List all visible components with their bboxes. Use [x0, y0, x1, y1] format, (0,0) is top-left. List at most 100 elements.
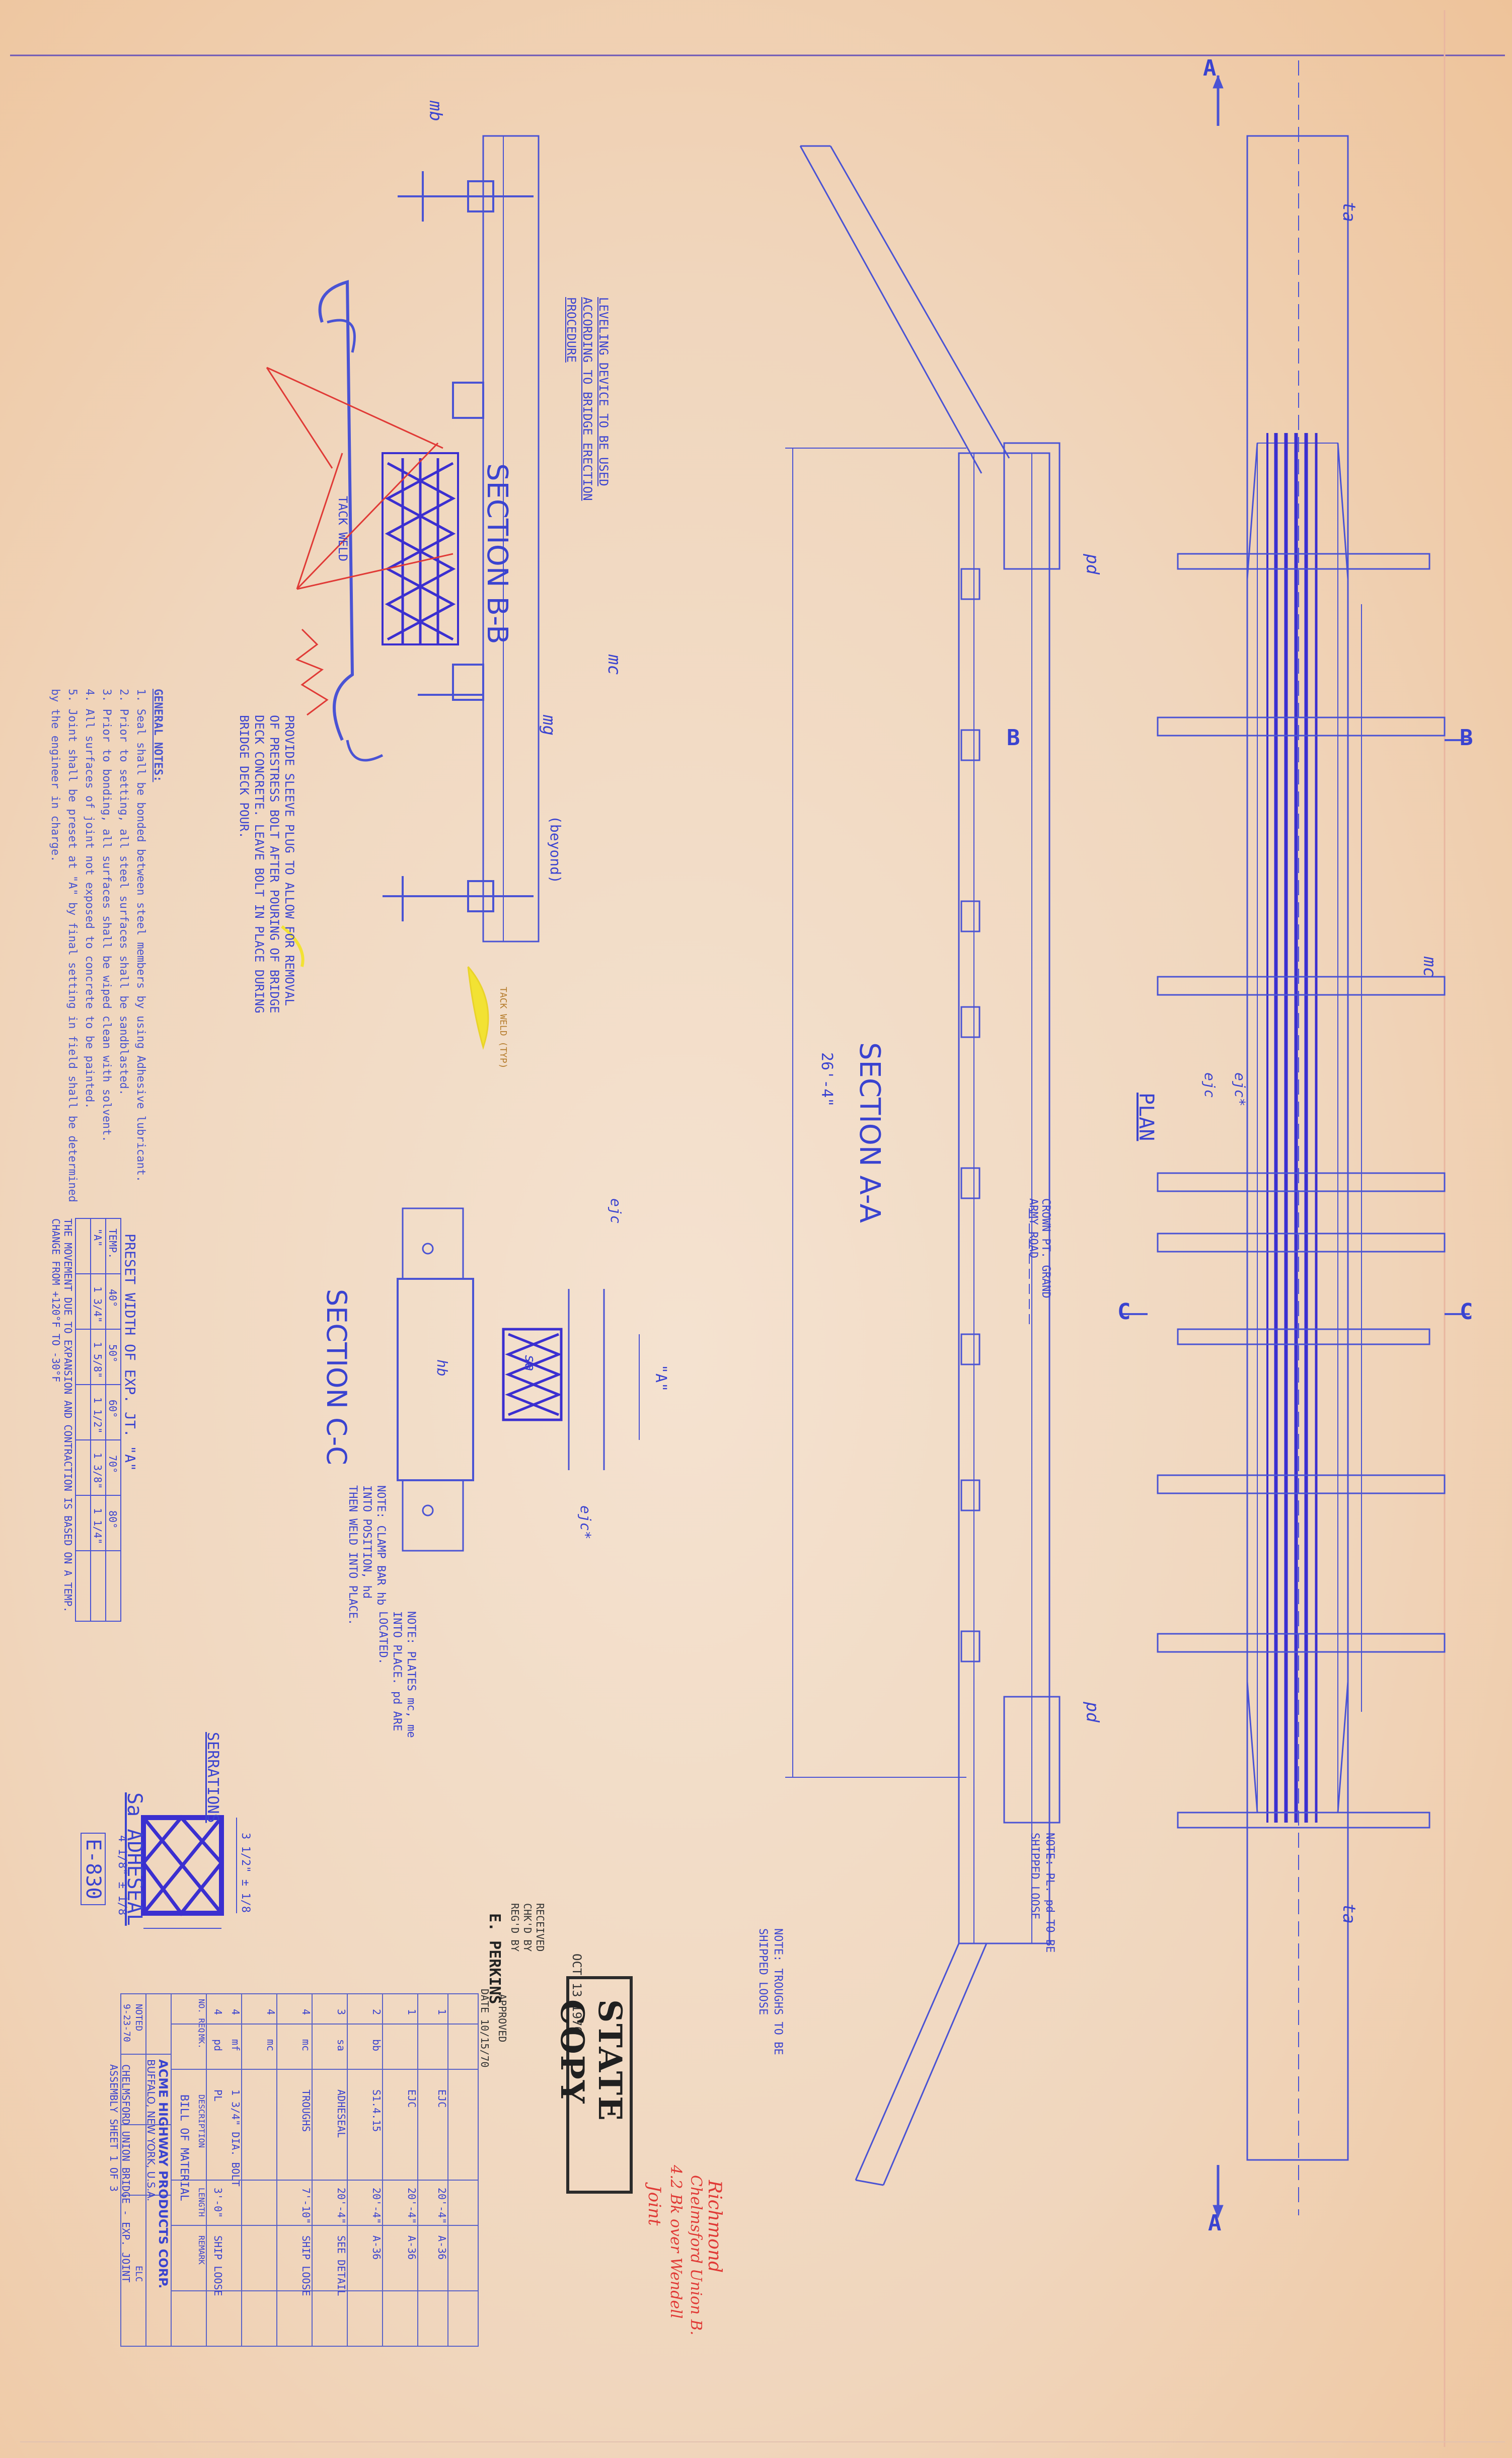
bom-cell: mc — [265, 2039, 277, 2052]
general-note: 4. All surfaces of joint not exposed to … — [83, 689, 96, 1109]
general-note: 1. Seal shall be bonded between steel me… — [134, 689, 147, 1183]
tb-drawn-by: ELC — [133, 2266, 144, 2282]
tack-weld-typ-label: TACK WELD (TYP) — [498, 987, 508, 1069]
bom-col-header: LENGTH — [197, 2188, 206, 2217]
bom-cell: EJC — [436, 2089, 448, 2108]
general-notes: GENERAL NOTES: 1. Seal shall be bonded b… — [46, 689, 166, 1217]
section-cc-title: SECTION C-C — [321, 1289, 352, 1465]
part-mark: mc — [604, 655, 624, 675]
cut-mark-b: B — [1460, 725, 1473, 751]
preset-row-cell: "A" — [92, 1228, 104, 1247]
serrations-detail — [141, 1815, 237, 1929]
preset-row-cell: 1 3/8" — [92, 1453, 104, 1489]
preset-header-cell: TEMP. — [107, 1228, 119, 1259]
crown-point-label: CROWN PT. GRAND ARMY ROAD — [1027, 1198, 1052, 1298]
state-copy-text: STATE COPY — [553, 1999, 629, 2122]
plan-title: PLAN — [1135, 1093, 1158, 1141]
preset-table-title: PRESET WIDTH OF EXP. JT. "A" — [122, 1234, 138, 1472]
bom-cell: 7'-10" — [300, 2188, 312, 2224]
bom-cell: bb — [370, 2039, 383, 2052]
cut-mark-b-left: B — [1007, 725, 1020, 751]
bom-cell: A-36 — [436, 2235, 448, 2260]
bom-cell: S1.4.15 — [370, 2089, 383, 2132]
bom-cell: 4 — [230, 2009, 242, 2015]
preset-row-cell: 1 1/4" — [92, 1508, 104, 1545]
bom-title: BILL OF MATERIAL — [178, 2094, 190, 2201]
company-name: ACME HIGHWAY PRODUCTS CORP. — [156, 2059, 170, 2289]
part-mark: pd — [1082, 1702, 1102, 1722]
bom-cell: sa — [335, 2039, 347, 2052]
section-cc-view — [397, 1207, 640, 1552]
bom-cell: SHIP LOOSE — [212, 2235, 224, 2296]
bom-col-header: DESCRIPTION — [197, 2094, 206, 2148]
part-mark: ta — [1339, 201, 1359, 222]
tack-weld-label: TACK WELD — [336, 496, 350, 562]
handwritten-note: 4.2 Bk over Wendell — [667, 2165, 685, 2319]
tb-assembly: ASSEMBLY SHEET 1 OF 3 — [108, 2064, 120, 2192]
bom-cell: ADHESEAL — [335, 2089, 347, 2138]
cut-mark-a-bottom: A — [1208, 2210, 1222, 2236]
part-mark: ejc* — [577, 1505, 594, 1540]
part-mark: mc — [1419, 957, 1440, 977]
bom-cell: 20'-4" — [335, 2188, 347, 2224]
cut-mark-c-right: C — [1460, 1299, 1473, 1325]
bom-cell: EJC — [406, 2089, 418, 2108]
bom-cell: 4 — [300, 2009, 312, 2015]
preset-row-cell: 1 1/2" — [92, 1397, 104, 1434]
bom-cell: SHIP LOOSE — [300, 2235, 312, 2296]
bom-col-header: MK. — [197, 2034, 206, 2049]
bom-col-header: REMARK — [197, 2235, 206, 2265]
part-mark: hb — [434, 1359, 450, 1377]
section-aa-view — [785, 145, 1061, 2186]
part-mark: pd — [1082, 554, 1102, 574]
bom-cell: 20'-4" — [370, 2188, 383, 2224]
company-city: BUFFALO, NEW YORK, U.S.A. — [145, 2059, 157, 2202]
part-mark: ejc — [1201, 1072, 1218, 1098]
state-copy-stamp: STATE COPY — [553, 1976, 633, 2194]
clamp-bar-note: NOTE: CLAMP BAR hb INTO POSITION, hd THE… — [346, 1485, 387, 1626]
serration-height-dim: 3 1/2" ± 1/8 — [239, 1833, 252, 1913]
part-mark: mb — [425, 101, 445, 121]
section-aa-title: SECTION A-A — [853, 1042, 886, 1223]
tb-project: CHELMSFORD UNION BRIDGE - EXP. JOINT — [120, 2064, 132, 2283]
bom-cell: 1 3/4" DIA. BOLT — [230, 2089, 242, 2187]
cut-mark-c-left: C — [1117, 1299, 1131, 1325]
plan-troughs — [1157, 553, 1446, 1829]
bom-cell: 2 — [370, 2009, 383, 2015]
preset-table-grid — [75, 1218, 121, 1622]
preset-header-cell: 60° — [107, 1400, 119, 1418]
preset-header-cell: 80° — [107, 1510, 119, 1529]
general-note: 3. Prior to bonding, all surfaces shall … — [100, 689, 113, 1142]
beyond-label: (beyond) — [547, 816, 564, 884]
part-mark: ejc — [608, 1198, 624, 1224]
handwritten-note: Richmond — [704, 2180, 725, 2273]
plates-note: NOTE: PLATES mc, me INTO PLACE. pd ARE L… — [376, 1611, 417, 1738]
bb-seal-cells — [385, 458, 456, 644]
general-note: 2. Prior to setting, all steel surfaces … — [117, 689, 130, 1096]
preset-row-cell: 1 3/4" — [92, 1286, 104, 1323]
dim-26-4: 26'-4" — [818, 1052, 836, 1107]
tb-scale: NOTED — [133, 2004, 144, 2032]
bom-cell: 1 — [436, 2009, 448, 2015]
preset-header-cell: 50° — [107, 1344, 119, 1363]
leveling-device-note: LEVELING DEVICE TO BE USED ACCORDING TO … — [564, 297, 611, 501]
bom-cell: SEE DETAIL — [335, 2235, 347, 2296]
bom-cell: PL — [212, 2089, 224, 2102]
title-block-grid — [120, 1993, 172, 2347]
preset-header-cell: 40° — [107, 1289, 119, 1308]
bom-grid — [171, 1993, 479, 2347]
bom-cell: 1 — [406, 2009, 418, 2015]
bom-cell: A-36 — [406, 2235, 418, 2260]
pd-ship-loose-note: NOTE: PL. pd TO BE SHIPPED LOOSE — [1028, 1833, 1056, 1953]
bom-cell: TROUGHS — [300, 2089, 312, 2132]
cc-seal-cells — [502, 1328, 563, 1421]
bom-cell: 20'-4" — [406, 2188, 418, 2224]
bom-cell: A-36 — [370, 2235, 383, 2260]
seal-code-label: E-830 — [81, 1833, 106, 1906]
chkd-by-label: CHK'D BY — [521, 1903, 534, 1952]
general-notes-title: GENERAL NOTES: — [152, 689, 164, 782]
general-note: 5. Joint shall be preset at "A" by final… — [49, 689, 79, 1202]
serrations-label: SERRATIONS — [204, 1732, 221, 1823]
